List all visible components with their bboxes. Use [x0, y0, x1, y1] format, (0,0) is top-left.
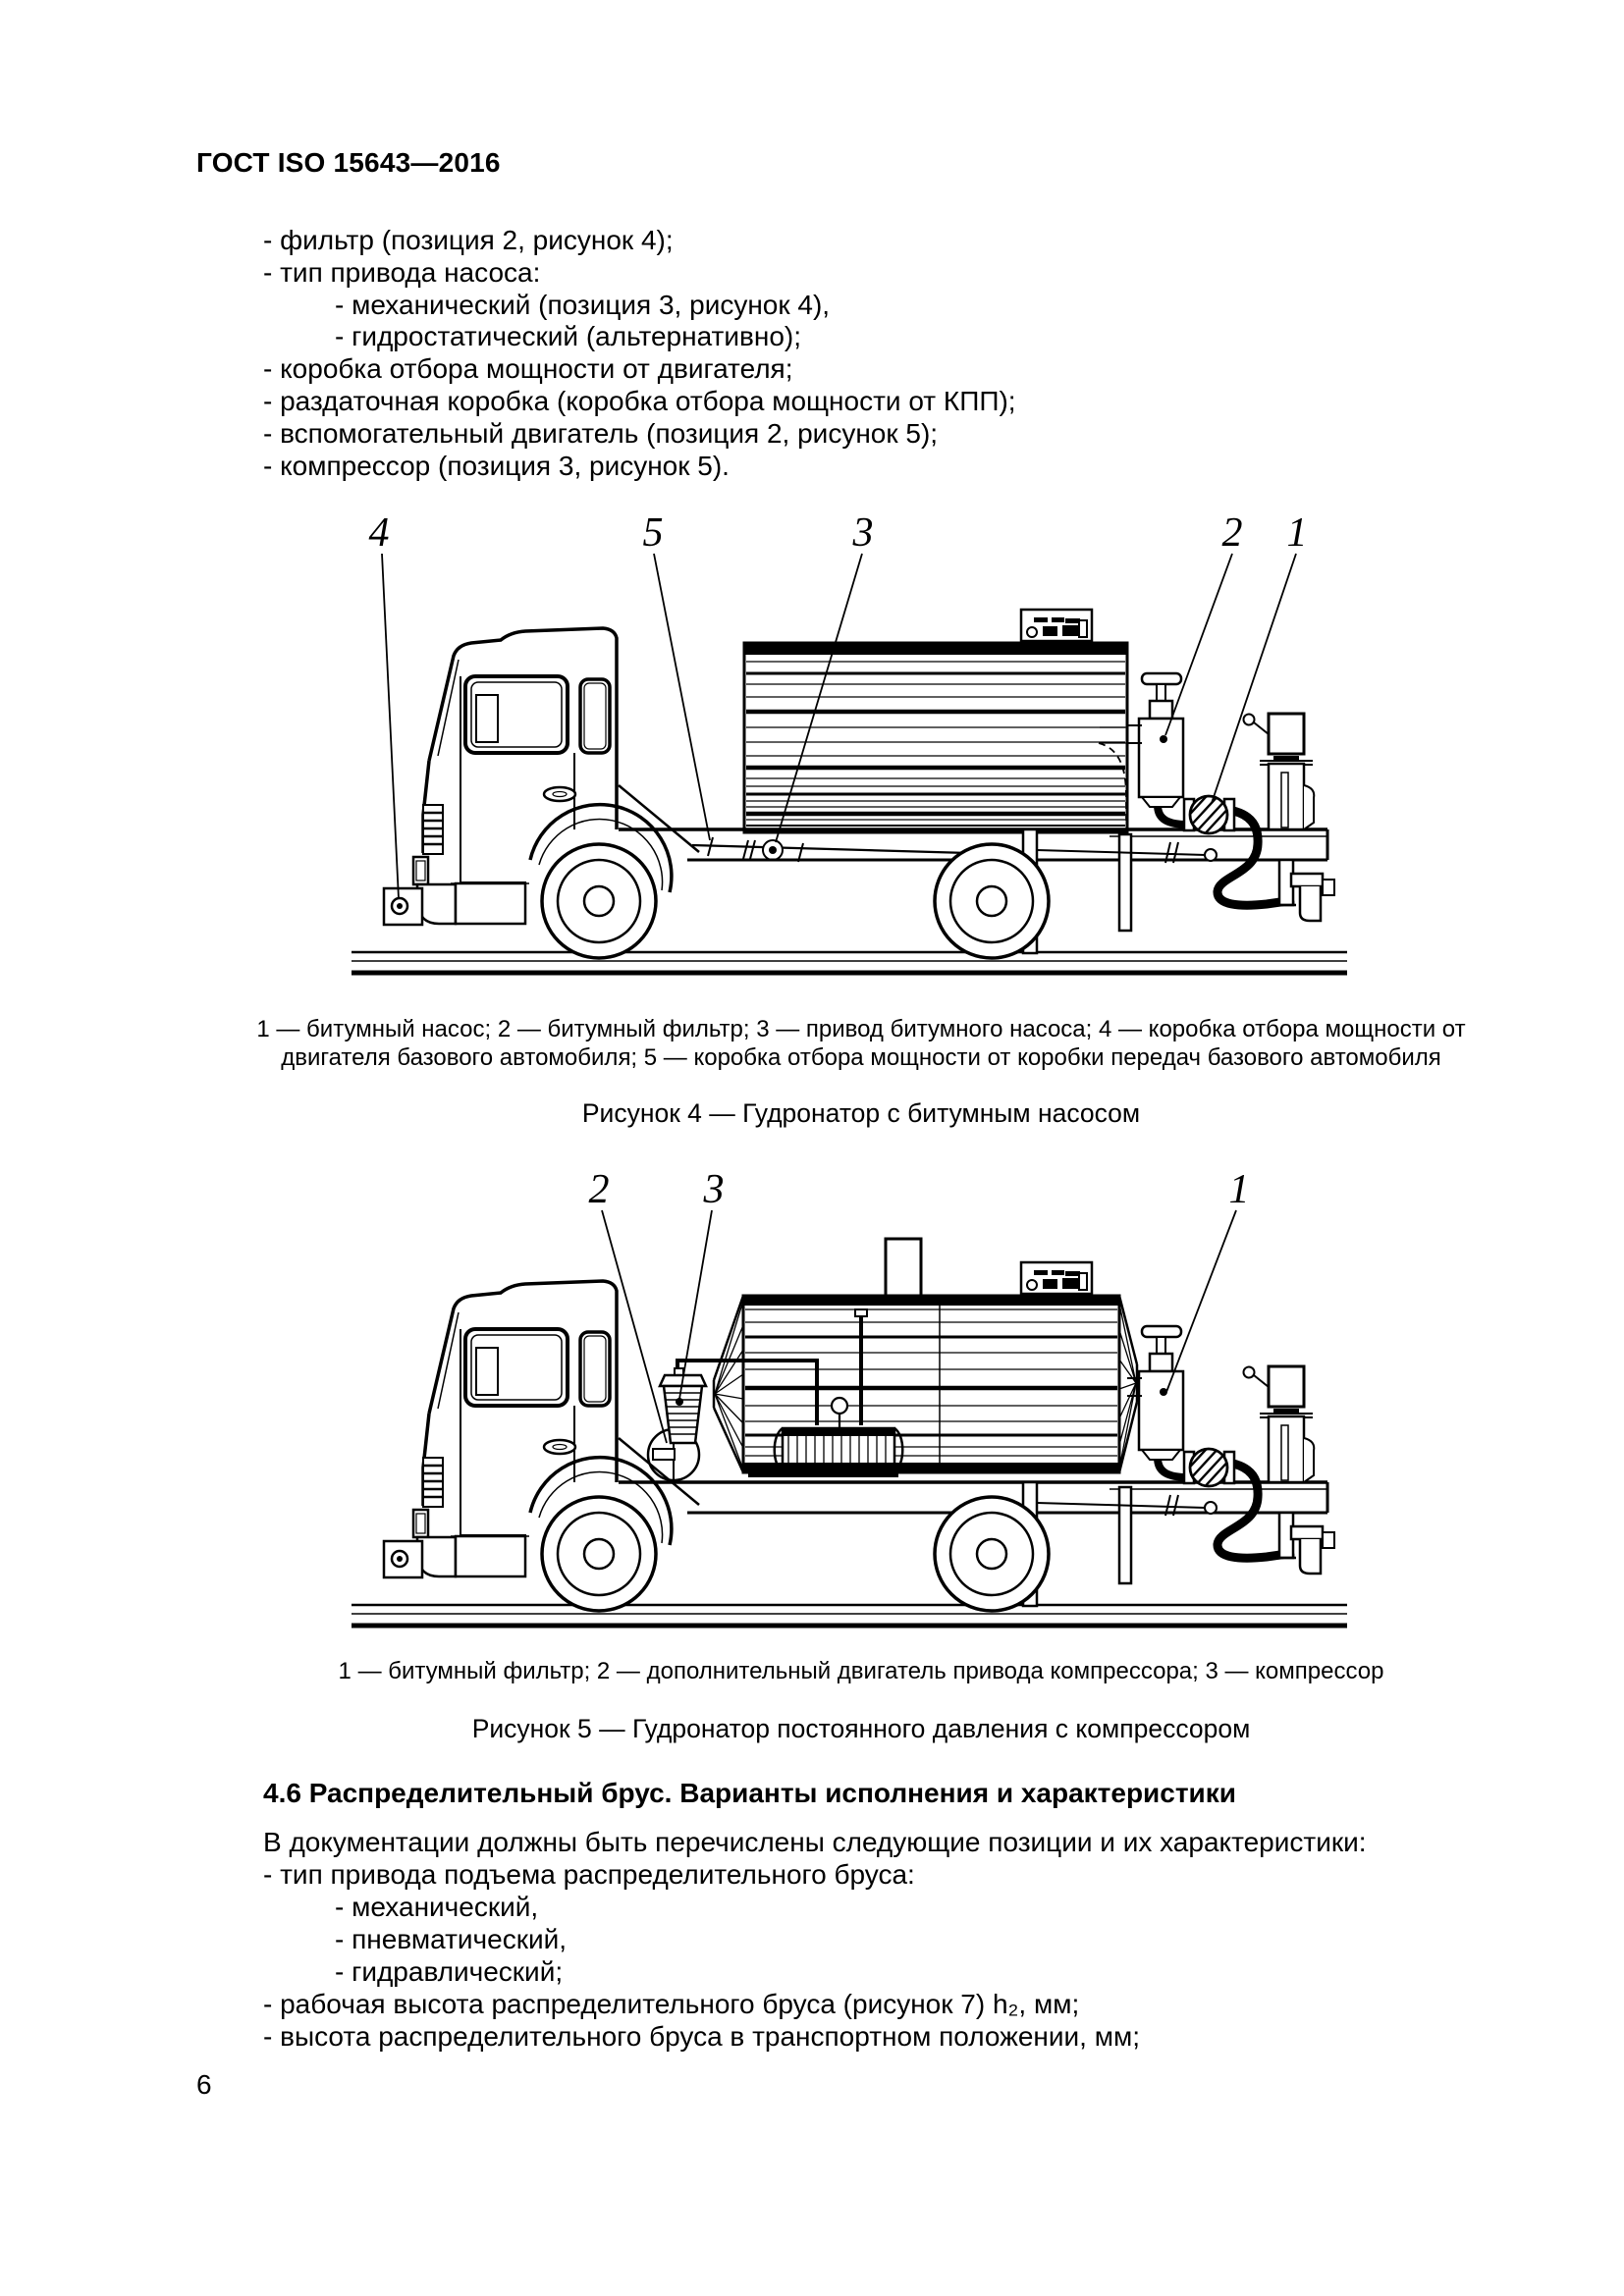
- fig4-callouts: 4 5 3 2 1: [369, 510, 1308, 900]
- list-item: - фильтр (позиция 2, рисунок 4);: [263, 225, 674, 255]
- fig4-callout-3: 3: [852, 510, 874, 556]
- list-subitem: - механический,: [335, 1892, 539, 1922]
- figure4-caption: 1 — битумный насос; 2 — битумный фильтр;…: [256, 1016, 1466, 1071]
- fig4-callout-1: 1: [1287, 510, 1308, 556]
- requirements-list: - фильтр (позиция 2, рисунок 4); - тип п…: [263, 225, 1016, 482]
- document-header: ГОСТ ISO 15643—2016: [196, 147, 501, 178]
- section-list: - тип привода подъема распределительного…: [263, 1858, 1140, 2053]
- list-item: - тип привода насоса:: [263, 256, 541, 288]
- fig5-tank: [712, 1237, 1139, 1474]
- list-subitem: - гидравлический;: [335, 1956, 564, 1987]
- fig4-callout-5: 5: [643, 510, 664, 556]
- fig5-pipework: [1127, 1377, 1142, 1397]
- fig4-tank: [742, 641, 1129, 834]
- list-item: - высота распределительного бруса в тран…: [263, 2021, 1141, 2052]
- section-heading: 4.6 Распределительный брус. Варианты исп…: [263, 1778, 1236, 1808]
- figure5-caption: 1 — битумный фильтр; 2 — дополнительный …: [338, 1658, 1384, 1684]
- fig4-callout-2: 2: [1222, 510, 1243, 556]
- list-item: - вспомогательный двигатель (позиция 2, …: [263, 417, 939, 449]
- list-item: - раздаточная коробка (коробка отбора мо…: [263, 385, 1016, 416]
- list-item: - тип привода подъема распределительного…: [263, 1859, 915, 1890]
- figure4-drawing: [691, 641, 1129, 863]
- list-item: - компрессор (позиция 3, рисунок 5).: [263, 450, 730, 481]
- section-intro: В документации должны быть перечислены с…: [263, 1827, 1367, 1857]
- fig5-compressor-unit: [646, 1308, 904, 1482]
- figure4-title: Рисунок 4 — Гудронатор с битумным насосо…: [581, 1098, 1141, 1128]
- list-item: - коробка отбора мощности от двигателя;: [263, 353, 793, 385]
- figure5-title: Рисунок 5 — Гудронатор постоянного давле…: [471, 1714, 1251, 1743]
- list-subitem: - гидростатический (альтернативно);: [335, 321, 802, 352]
- fig4-callout-4: 4: [369, 510, 390, 556]
- fig5-callout-2: 2: [589, 1167, 610, 1212]
- list-subitem: - механический (позиция 3, рисунок 4),: [335, 289, 831, 320]
- fig4-pipework: [1098, 724, 1142, 826]
- list-item: - рабочая высота распределительного брус…: [263, 1989, 1080, 2019]
- fig5-callout-3: 3: [703, 1167, 725, 1212]
- page-number: 6: [196, 2069, 212, 2100]
- figure5-drawing: [646, 1237, 1139, 1482]
- list-subitem: - пневматический,: [335, 1924, 568, 1954]
- fig5-callouts: 2 3 1: [589, 1167, 1250, 1444]
- vent-stack: [884, 1237, 923, 1298]
- fig5-callout-1: 1: [1229, 1167, 1250, 1212]
